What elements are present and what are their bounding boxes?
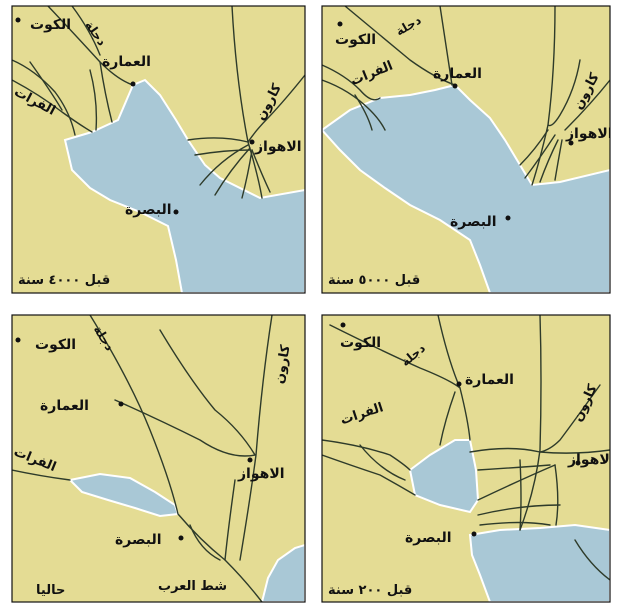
- panel-bottom-right: الكوت دجلة العمارة الفرات كارون الاهواز …: [321, 314, 615, 603]
- label-amarah: العمارة: [102, 54, 151, 70]
- label-basra: البصرة: [405, 530, 452, 546]
- gulf-water: [63, 78, 305, 293]
- label-amarah: العمارة: [40, 398, 89, 414]
- label-amarah: العمارة: [465, 372, 514, 388]
- amarah-dot: [456, 381, 462, 387]
- panel-top-left: الكوت دجلة العمارة الفرات كارون الاهواز …: [11, 5, 306, 294]
- panel-bottom-left: الكوت دجلة العمارة الفرات كارون الاهواز …: [11, 314, 306, 603]
- label-kut: الكوت: [340, 335, 381, 351]
- basra-dot: [505, 215, 511, 221]
- panel-caption: قبل ٥٠٠٠ سنة: [328, 273, 420, 288]
- ahwaz-dot: [247, 457, 253, 463]
- hammar-marsh: [408, 439, 480, 514]
- city-markers: [15, 337, 253, 541]
- label-kut: الكوت: [30, 17, 71, 33]
- gulf-water: [468, 523, 610, 602]
- amarah-dot: [130, 81, 136, 87]
- river-network: [322, 315, 610, 581]
- kut-dot: [15, 337, 21, 343]
- label-basra: البصرة: [450, 214, 497, 230]
- city-markers: [340, 322, 581, 537]
- panel-frame: [321, 5, 611, 294]
- panel-caption: حاليا: [36, 583, 65, 598]
- place-labels: الكوت دجلة العمارة الفرات كارون الاهواز …: [12, 323, 294, 598]
- river-network: [12, 315, 273, 602]
- label-karun: كارون: [272, 343, 294, 385]
- ahwaz-dot: [249, 139, 255, 145]
- gulf-water: [260, 543, 305, 602]
- kut-dot: [337, 21, 343, 27]
- amarah-dot: [452, 83, 458, 89]
- panel-frame: [321, 314, 611, 603]
- kut-dot: [15, 17, 21, 23]
- city-markers: [15, 17, 255, 215]
- basra-dot: [471, 531, 477, 537]
- label-ahwaz: الاهواز: [565, 126, 613, 142]
- panel-caption: قبل ٢٠٠ سنة: [328, 583, 412, 598]
- label-amarah: العمارة: [433, 66, 482, 82]
- ahwaz-dot: [568, 140, 574, 146]
- ahwaz-dot: [575, 460, 581, 466]
- panel-frame: [11, 5, 306, 294]
- label-basra: البصرة: [115, 532, 162, 548]
- label-ahwaz: الاهواز: [254, 139, 302, 155]
- basra-dot: [178, 535, 184, 541]
- panel-caption: قبل ٤٠٠٠ سنة: [18, 273, 110, 288]
- panel-top-right: الكوت دجلة العمارة الفرات كارون الاهواز …: [321, 5, 613, 294]
- city-markers: [337, 21, 574, 221]
- kut-dot: [340, 322, 346, 328]
- gulf-water: [322, 83, 610, 293]
- label-kut: الكوت: [35, 337, 76, 353]
- amarah-dot: [118, 401, 124, 407]
- label-ahwaz: الاهواز: [237, 466, 285, 482]
- basra-dot: [173, 209, 179, 215]
- label-shatt-al-arab: شط العرب: [158, 579, 227, 594]
- label-ahwaz: الاهواز: [567, 452, 615, 468]
- label-kut: الكوت: [335, 32, 376, 48]
- river-network: [12, 6, 305, 199]
- panel-frame: [11, 314, 306, 603]
- label-basra: البصرة: [125, 202, 172, 218]
- river-network: [322, 6, 610, 186]
- land-area: [12, 315, 305, 602]
